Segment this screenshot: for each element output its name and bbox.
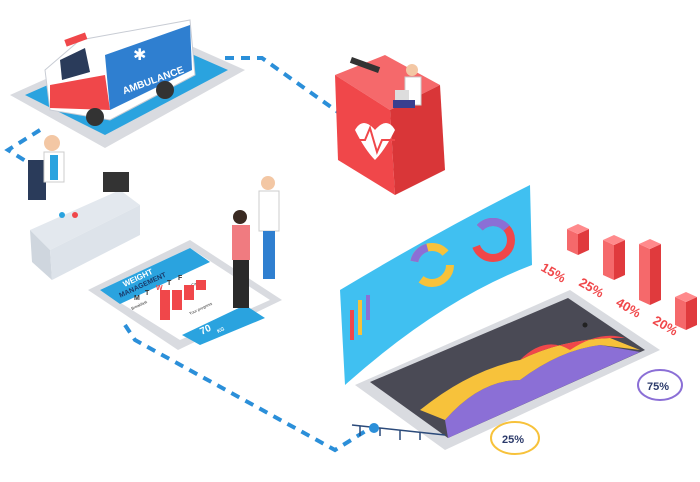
badge-25-label: 25% [502, 434, 524, 446]
bar-2-face [603, 235, 625, 245]
bar-1-face [567, 229, 578, 255]
day-wed[interactable]: W [156, 285, 163, 292]
bar-4-face [686, 297, 697, 330]
doctor-desk [28, 135, 140, 280]
heart-icon [355, 123, 395, 160]
day-tue[interactable]: T [145, 290, 150, 297]
patient-and-doctor [232, 176, 280, 308]
badge-75: 75% [637, 369, 683, 401]
weekday-selector[interactable]: M T W T F [134, 275, 183, 302]
badge-25: 25% [490, 421, 540, 455]
bar-2-face [614, 240, 625, 280]
donut-chart-1 [410, 243, 454, 287]
ruler-scale [351, 424, 446, 440]
badge-75-label: 75% [647, 381, 669, 393]
weight-unit: KG [216, 326, 225, 335]
doctor-on-kit [393, 64, 422, 108]
connector-lines [4, 56, 374, 453]
mini-bar-chart [350, 295, 370, 340]
bar-4-face [675, 292, 697, 302]
star-of-life-icon: ✱ [133, 47, 146, 64]
day-fri[interactable]: F [178, 275, 183, 282]
percentage-bar-chart: 15% 25% 40% 20% [539, 224, 697, 339]
bar-3-face [639, 239, 661, 249]
floating-chart-panel [340, 185, 532, 385]
day-mon[interactable]: M [134, 295, 140, 302]
bar-4-face [675, 297, 686, 330]
ambulance: AMBULANCE ✱ [44, 19, 196, 126]
weight-value: 70 [198, 323, 213, 338]
computer-monitor [103, 172, 129, 192]
bar-1-face [567, 224, 589, 234]
bar-label-2: 25% [577, 275, 607, 301]
analytics-tablet [351, 290, 660, 450]
bar-1-face [578, 229, 589, 255]
weight-bars [160, 280, 206, 320]
first-aid-kit [335, 55, 445, 195]
weight-management-tablet: WEIGHT MANAGEMENT M T W T F Breakfast 54… [88, 240, 282, 350]
bar-2-face [603, 240, 614, 280]
ambulance-tablet: AMBULANCE ✱ [10, 19, 245, 148]
bar-3-face [639, 244, 650, 305]
day-thu[interactable]: T [167, 280, 172, 287]
bar-3-face [650, 244, 661, 305]
bar-label-1: 15% [539, 260, 569, 286]
